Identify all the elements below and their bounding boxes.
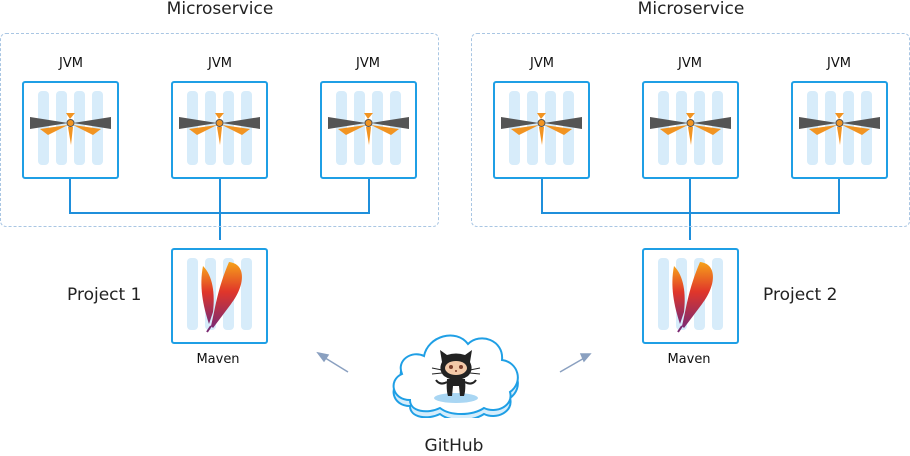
jvm-glyph-icon <box>179 113 260 145</box>
jvm-node <box>171 81 268 179</box>
jvm-glyph-icon <box>501 113 582 145</box>
jvm-node <box>791 81 888 179</box>
jvm-node <box>493 81 590 179</box>
github-label: GitHub <box>424 436 484 456</box>
octocat-cloud-icon <box>392 334 519 418</box>
jvm-label: JVM <box>530 56 554 71</box>
maven-node <box>171 248 268 344</box>
jvm-node <box>642 81 739 179</box>
maven-label: Maven <box>667 352 711 367</box>
jvm-glyph-icon <box>328 113 409 145</box>
apache-feather-icon <box>201 262 242 333</box>
connector-group-1 <box>69 179 370 240</box>
connector-group-2 <box>541 179 840 240</box>
jvm-label: JVM <box>356 56 380 71</box>
jvm-label: JVM <box>678 56 702 71</box>
apache-feather-icon <box>672 262 713 333</box>
microservice-group-1 <box>0 33 439 227</box>
maven-label: Maven <box>196 352 240 367</box>
jvm-node <box>22 81 119 179</box>
jvm-node <box>320 81 417 179</box>
project-2-label: Project 2 <box>763 285 838 305</box>
jvm-glyph-icon <box>30 113 111 145</box>
jvm-label: JVM <box>59 56 83 71</box>
arrow-to-project-2 <box>559 356 587 373</box>
maven-node <box>642 248 739 344</box>
group-2-title: Microservice <box>637 0 745 19</box>
group-1-title: Microservice <box>166 0 274 19</box>
jvm-label: JVM <box>827 56 851 71</box>
jvm-glyph-icon <box>650 113 731 145</box>
jvm-glyph-icon <box>799 113 880 145</box>
jvm-label: JVM <box>208 56 232 71</box>
project-1-label: Project 1 <box>67 285 142 305</box>
